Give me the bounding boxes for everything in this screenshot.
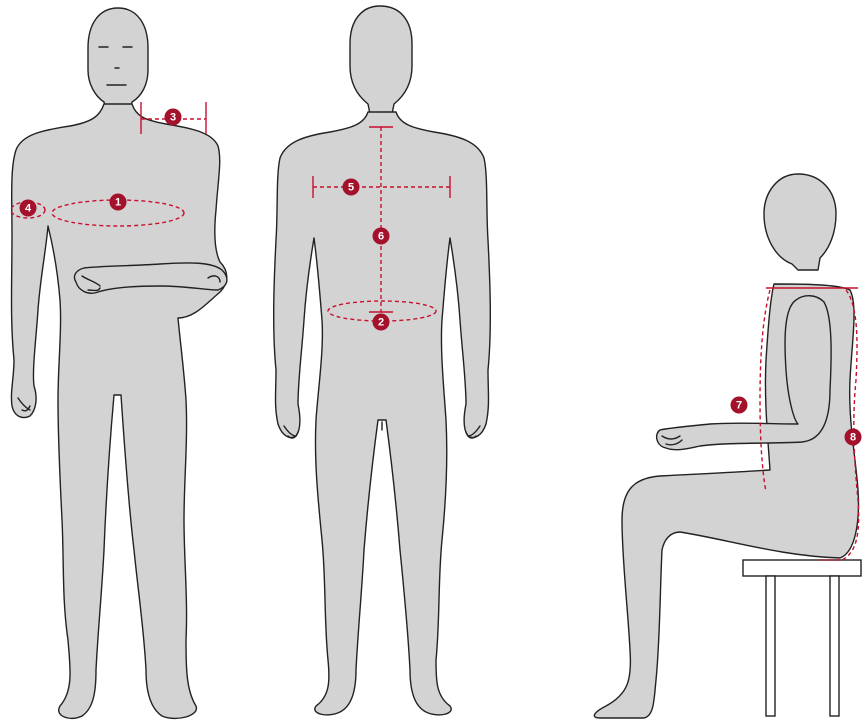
marker-1: 1 xyxy=(110,194,127,211)
marker-3-label: 3 xyxy=(170,112,176,124)
marker-2: 2 xyxy=(373,314,390,331)
marker-1-label: 1 xyxy=(115,197,121,209)
stool-seat xyxy=(743,560,861,576)
front-head xyxy=(88,8,148,112)
stool-leg-right xyxy=(830,576,839,716)
marker-2-label: 2 xyxy=(378,317,384,329)
stool-leg-left xyxy=(766,576,775,716)
marker-5-label: 5 xyxy=(348,182,354,194)
marker-6: 6 xyxy=(373,228,390,245)
marker-3: 3 xyxy=(165,109,182,126)
marker-8-label: 8 xyxy=(850,432,856,444)
back-head xyxy=(350,6,412,114)
marker-5: 5 xyxy=(343,179,360,196)
back-body xyxy=(274,112,491,715)
marker-8: 8 xyxy=(845,429,862,446)
marker-6-label: 6 xyxy=(378,231,384,243)
marker-7-label: 7 xyxy=(736,400,742,412)
marker-4: 4 xyxy=(20,200,37,217)
marker-7: 7 xyxy=(731,397,748,414)
front-figure xyxy=(11,8,226,718)
seated-figure xyxy=(594,174,861,718)
seated-arm xyxy=(657,296,831,450)
seated-head xyxy=(764,174,836,270)
back-figure xyxy=(274,6,491,715)
marker-4-label: 4 xyxy=(25,203,32,215)
